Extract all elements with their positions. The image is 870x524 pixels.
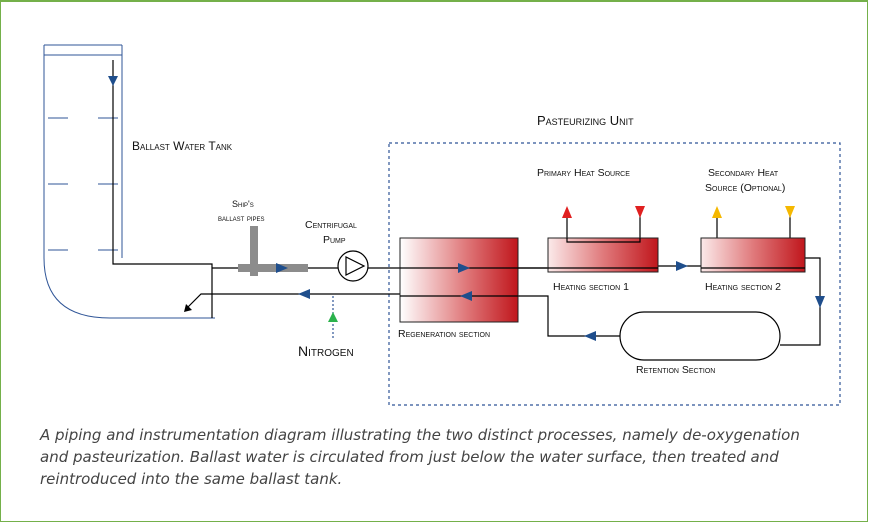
return-outlet-arrow (184, 304, 192, 312)
centrifugal-pump (337, 250, 369, 282)
heating-section-2-label: Heating section 2 (705, 281, 781, 293)
primary-heat-arrows (562, 206, 645, 218)
nitrogen-arrow (328, 312, 338, 322)
figure-caption: A piping and instrumentation diagram ill… (40, 426, 800, 488)
heating-section-1-block (547, 237, 659, 273)
heating-section-2-block (700, 237, 806, 273)
heating-section-1-label: Heating section 1 (553, 281, 629, 293)
ships-pipes-label-2: ballast pipes (218, 213, 265, 223)
pasteurizing-unit-label: Pasteurizing Unit (537, 113, 634, 128)
pid-diagram: Ballast Water Tank Pasteurizing Unit Shi… (43, 44, 841, 406)
regeneration-section-label: Regeneration section (398, 328, 490, 340)
retention-section-tank (619, 311, 781, 361)
ships-pipes-label-1: Ship's (232, 199, 254, 209)
ballast-tank-label: Ballast Water Tank (132, 139, 233, 153)
secondary-heat-label-1: Secondary Heat (708, 167, 779, 179)
primary-heat-label: Primary Heat Source (537, 167, 630, 179)
nitrogen-label: Nitrogen (298, 343, 354, 359)
pasteurizing-unit-boundary (388, 142, 841, 406)
regeneration-section-block (399, 237, 519, 323)
pump-label-2: Pump (323, 234, 346, 246)
pump-label-1: Centrifugal (305, 219, 357, 231)
ballast-tank (43, 44, 215, 319)
secondary-heat-label-2: Source (Optional) (705, 182, 785, 194)
retention-section-label: Retention Section (636, 364, 715, 376)
ships-ballast-pipe-valve (238, 226, 308, 276)
flow-arrows (108, 76, 825, 341)
secondary-heat-arrows (712, 206, 795, 218)
